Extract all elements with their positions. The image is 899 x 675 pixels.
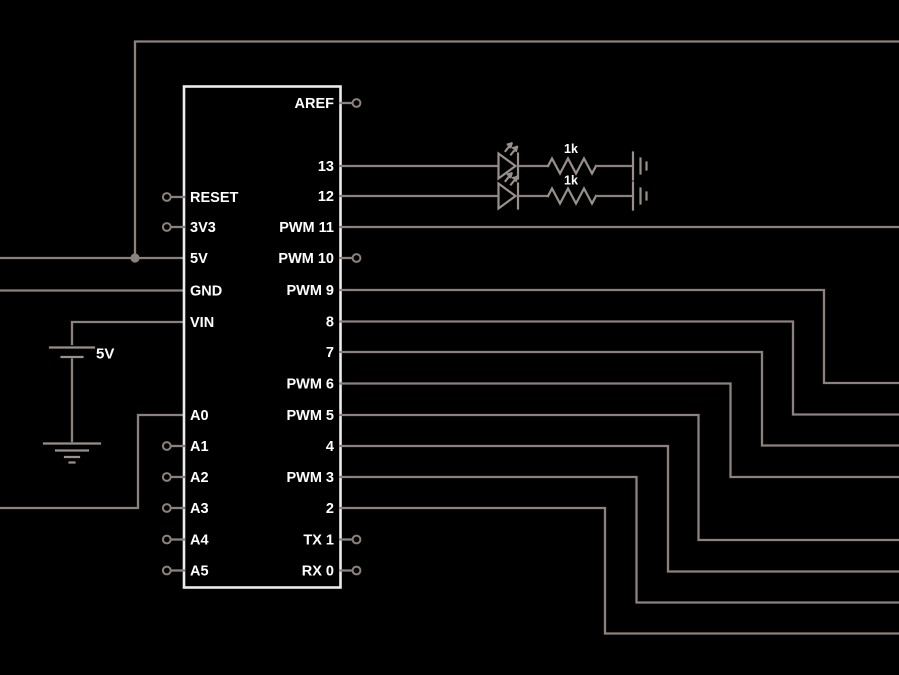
resistor2-label: 1k (564, 174, 578, 188)
pin-label-pwm6: PWM 6 (286, 377, 334, 393)
pin-label-12: 12 (318, 189, 334, 205)
resistor-icon[interactable] (546, 156, 598, 176)
pin-label-a4: A4 (190, 533, 209, 549)
pin-label-8: 8 (326, 315, 334, 331)
terminal-3v3[interactable] (161, 222, 172, 232)
led-icon[interactable] (497, 141, 520, 181)
terminal-aref[interactable] (351, 98, 362, 108)
wire-pwm6[interactable] (339, 382, 899, 479)
terminal-a2[interactable] (161, 472, 172, 482)
ground-icon[interactable] (42, 442, 102, 464)
wire-pin8[interactable] (339, 320, 899, 416)
pin-label-pwm9: PWM 9 (286, 283, 334, 299)
ground-icon[interactable] (631, 151, 648, 181)
pin-label-5v: 5V (190, 251, 208, 267)
led-icon[interactable] (497, 171, 520, 211)
wire-pin2[interactable] (339, 506, 899, 635)
pin-label-tx1: TX 1 (303, 533, 334, 549)
pin-label-a3: A3 (190, 501, 209, 517)
pin-label-3v3: 3V3 (190, 220, 216, 236)
wire-a0[interactable] (0, 413, 186, 510)
right-pin-labels: AREF 13 12 PWM 11 PWM 10 PWM 9 8 7 PWM 6… (278, 96, 334, 580)
pin-label-13: 13 (318, 159, 334, 175)
pin-label-7: 7 (326, 345, 334, 361)
left-pin-terminals (161, 192, 186, 576)
pin-label-reset: RESET (190, 190, 238, 206)
led1-emission-arrows (503, 141, 519, 157)
battery-label: 5V (96, 346, 114, 363)
pin-label-pwm10: PWM 10 (278, 251, 334, 267)
pin-label-rx0: RX 0 (302, 564, 334, 580)
led2-emission-arrows (503, 171, 519, 187)
wire-pin7[interactable] (339, 350, 899, 447)
pin-label-2: 2 (326, 501, 334, 517)
pin-label-aref: AREF (295, 96, 335, 112)
pin-label-pwm3: PWM 3 (286, 470, 334, 486)
terminal-a1[interactable] (161, 441, 172, 451)
wire-pwm3[interactable] (339, 475, 899, 604)
terminal-a5[interactable] (161, 565, 172, 576)
pin-label-a0: A0 (190, 408, 209, 424)
microcontroller-body[interactable] (182, 85, 342, 589)
pin-label-vin: VIN (190, 315, 214, 331)
terminal-a3[interactable] (161, 503, 172, 513)
pin-label-a2: A2 (190, 470, 209, 486)
wire-pwm9[interactable] (339, 288, 899, 385)
wire-5v-top-rail[interactable] (133, 40, 899, 260)
wire-vin-battery[interactable] (70, 320, 186, 346)
pin-label-a5: A5 (190, 564, 209, 580)
pin-label-pwm5: PWM 5 (286, 408, 334, 424)
resistor1-label: 1k (564, 142, 578, 156)
terminal-pwm10[interactable] (351, 253, 362, 263)
junction-dot[interactable] (130, 253, 140, 263)
wire-pwm5[interactable] (339, 413, 899, 542)
resistor-icon[interactable] (546, 186, 598, 206)
terminal-reset[interactable] (161, 192, 172, 202)
ground-icon[interactable] (631, 181, 648, 211)
led2-triangle[interactable] (497, 181, 518, 211)
battery-icon[interactable] (48, 346, 96, 359)
pin-label-gnd: GND (190, 284, 222, 300)
led1-triangle[interactable] (497, 151, 518, 181)
terminal-a4[interactable] (161, 534, 172, 545)
wire-pin4[interactable] (339, 444, 899, 573)
pin-label-pwm11: PWM 11 (279, 220, 334, 236)
pin-label-4: 4 (326, 439, 334, 455)
left-pin-labels: RESET 3V3 5V GND VIN A0 A1 A2 A3 A4 A5 (190, 190, 238, 580)
pin-label-a1: A1 (190, 439, 209, 455)
terminal-rx0[interactable] (351, 565, 362, 576)
right-pin-terminals (339, 98, 362, 576)
terminal-tx1[interactable] (351, 534, 362, 545)
